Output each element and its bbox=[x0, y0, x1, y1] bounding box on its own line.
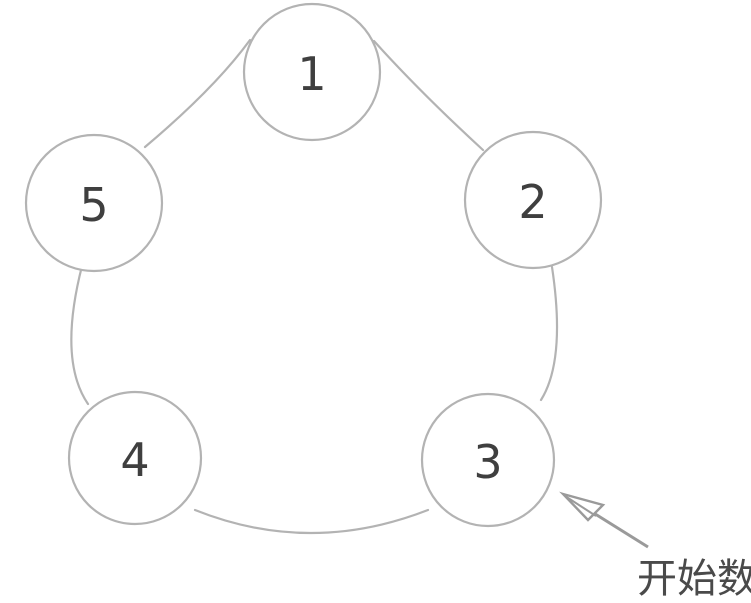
ring-edges bbox=[70, 38, 559, 535]
node-circle-3[interactable] bbox=[420, 392, 556, 528]
edge-4-to-5 bbox=[70, 264, 90, 406]
node-circle-5[interactable] bbox=[24, 133, 164, 273]
node-label-3: 3 bbox=[473, 435, 502, 489]
edge-5-to-1 bbox=[143, 38, 252, 149]
node-circle-2[interactable] bbox=[463, 130, 603, 270]
node-label-5: 5 bbox=[79, 178, 108, 232]
edge-1-to-2 bbox=[372, 39, 485, 152]
pointer-head-inner-line bbox=[564, 495, 597, 517]
node-label-4: 4 bbox=[120, 433, 149, 487]
start-pointer-arrow-icon bbox=[559, 491, 649, 549]
ring-nodes bbox=[24, 2, 603, 528]
node-circle-4[interactable] bbox=[67, 390, 203, 526]
node-label-2: 2 bbox=[518, 175, 547, 229]
start-annotation-label: 开始数 bbox=[637, 556, 751, 602]
pointer-shaft-line bbox=[591, 510, 649, 549]
edge-3-to-4 bbox=[193, 508, 430, 535]
ring-node-labels: 1 2 3 4 5 bbox=[79, 47, 547, 489]
node-label-1: 1 bbox=[297, 47, 326, 101]
edge-2-to-3 bbox=[539, 265, 559, 402]
node-circle-1[interactable] bbox=[242, 2, 382, 142]
